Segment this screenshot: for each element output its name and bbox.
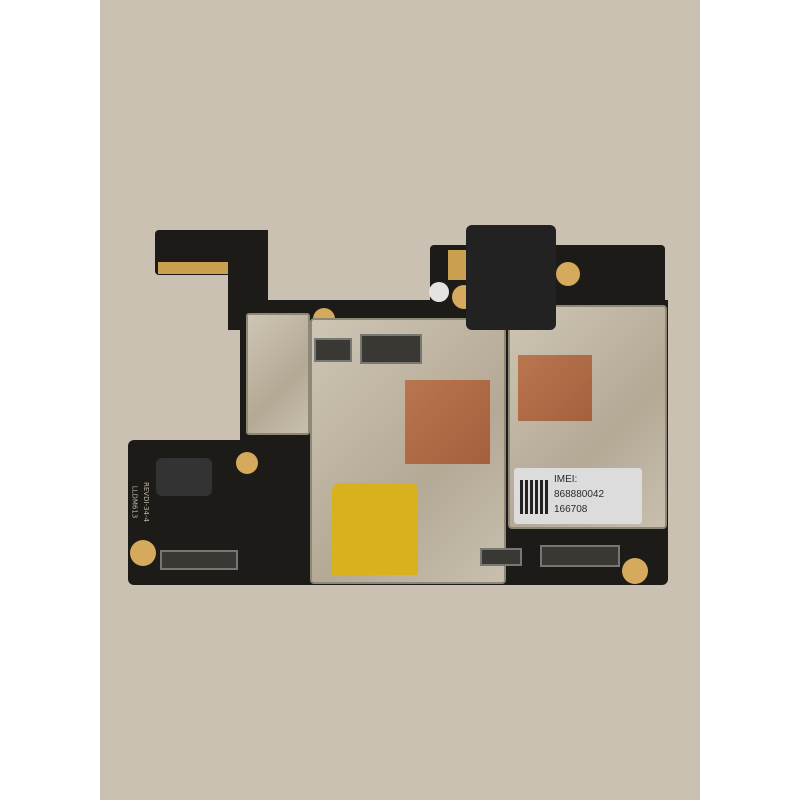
imei-label: IMEI: 868880042 166708 (514, 468, 642, 524)
small-shield (246, 313, 310, 435)
board-connector (314, 338, 352, 362)
board-connector (540, 545, 620, 567)
board-connector (480, 548, 522, 566)
model-silkscreen: LLDM613 (130, 485, 139, 519)
board-connector (160, 550, 238, 570)
imei-title: IMEI: (554, 474, 578, 485)
qr-code (520, 480, 548, 514)
revision-silkscreen: REVDI-34-4 (141, 482, 150, 522)
black-connector (466, 225, 556, 330)
imei-line-1: 868880042 (554, 489, 605, 500)
copper-tape (405, 380, 490, 464)
imei-line-2: 166708 (554, 504, 588, 515)
copper-tape (518, 355, 592, 421)
yellow-tape (332, 483, 418, 575)
board-connector (360, 334, 422, 364)
sensor (156, 458, 212, 496)
